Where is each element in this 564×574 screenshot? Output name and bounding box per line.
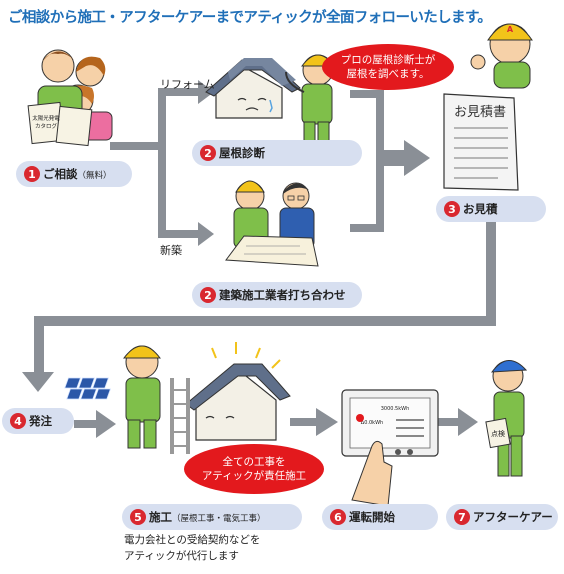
meeting-illustration xyxy=(225,180,319,267)
monitor-text-2: Δ0.0kWh xyxy=(361,420,383,426)
step-operation-start: 6 運転開始 xyxy=(322,504,438,530)
helmet-badge: A xyxy=(507,25,514,34)
step-order: 4 発注 xyxy=(2,408,74,434)
monitor-text-1: 3000.5kWh xyxy=(381,406,410,412)
estimate-doc-title: お見積書 xyxy=(454,105,506,120)
construction-bubble-line-1: 全ての工事を xyxy=(222,456,286,468)
arrow-s5-to-s6 xyxy=(290,408,338,436)
catalog-text-2: カタログ xyxy=(35,122,58,130)
branch-label-reform: リフォーム xyxy=(160,78,215,91)
arrow-s2-to-s3 xyxy=(350,90,430,232)
step-construction-sub: （屋根工事・電気工事） xyxy=(172,514,266,524)
step-builder-meeting-label: 建築施工業者打ち合わせ xyxy=(219,288,346,302)
mascot-illustration: A xyxy=(470,23,533,89)
step-construction-label: 施工 xyxy=(149,510,172,524)
step-number-badge: 6 xyxy=(330,509,346,525)
step-number-badge: 3 xyxy=(444,201,460,217)
step-aftercare: 7 アフターケアー xyxy=(446,504,558,530)
note-line-1: 電力会社との受給契約などを xyxy=(124,534,261,546)
step-roof-diagnosis-label: 屋根診断 xyxy=(219,146,265,160)
step-number-badge: 2 xyxy=(200,145,216,161)
inspector-speech-bubble: プロの屋根診断士が 屋根を調べます。 xyxy=(322,44,454,90)
note-line-2: アティックが代行します xyxy=(124,550,239,562)
catalog-text-1: 太陽光発電 xyxy=(32,114,60,122)
inspector-bubble-line-1: プロの屋根診断士が xyxy=(340,54,436,66)
step-number-badge: 1 xyxy=(24,166,40,182)
step-number-badge: 7 xyxy=(454,509,470,525)
branch-label-new-build: 新築 xyxy=(160,244,182,257)
power-monitor-illustration: 3000.5kWh Δ0.0kWh xyxy=(341,389,439,507)
step-number-badge: 2 xyxy=(200,287,216,303)
step-consultation: 1 ご相談（無料） xyxy=(16,161,132,187)
step-order-label: 発注 xyxy=(29,414,52,428)
step-consultation-sub: （無料） xyxy=(77,171,112,181)
step-construction: 5 施工（屋根工事・電気工事） xyxy=(122,504,302,530)
page-title: ご相談から施工・アフターケアーまでアティックが全面フォローいたします。 xyxy=(8,10,492,26)
arrow-s6-to-s7 xyxy=(438,408,478,436)
flow-arrows xyxy=(22,80,496,438)
step-builder-meeting: 2 建築施工業者打ち合わせ xyxy=(192,282,362,308)
solar-house-illustration xyxy=(64,342,291,454)
step-estimate-label: お見積 xyxy=(463,202,498,216)
step-operation-start-label: 運転開始 xyxy=(349,510,395,524)
checklist-text: 点検 xyxy=(491,429,505,438)
step-number-badge: 5 xyxy=(130,509,146,525)
roof-inspection-illustration xyxy=(205,54,335,143)
consultation-family-illustration: 太陽光発電 カタログ xyxy=(27,49,113,147)
estimate-document-illustration: お見積書 xyxy=(443,93,519,191)
aftercare-worker-illustration: 点検 xyxy=(485,360,528,477)
step-number-badge: 4 xyxy=(10,413,26,429)
step-roof-diagnosis: 2 屋根診断 xyxy=(192,140,362,166)
arrow-s4-to-s5 xyxy=(74,410,116,438)
construction-bubble-line-2: アティックが責任施工 xyxy=(201,470,307,482)
step-estimate: 3 お見積 xyxy=(436,196,546,222)
step-aftercare-label: アフターケアー xyxy=(473,510,553,524)
contract-note: 電力会社との受給契約などを アティックが代行します xyxy=(124,532,260,564)
construction-speech-bubble: 全ての工事を アティックが責任施工 xyxy=(184,444,324,494)
step-consultation-label: ご相談 xyxy=(43,167,78,181)
arrow-s1-branch xyxy=(110,80,214,246)
inspector-bubble-line-2: 屋根を調べます。 xyxy=(346,68,430,80)
